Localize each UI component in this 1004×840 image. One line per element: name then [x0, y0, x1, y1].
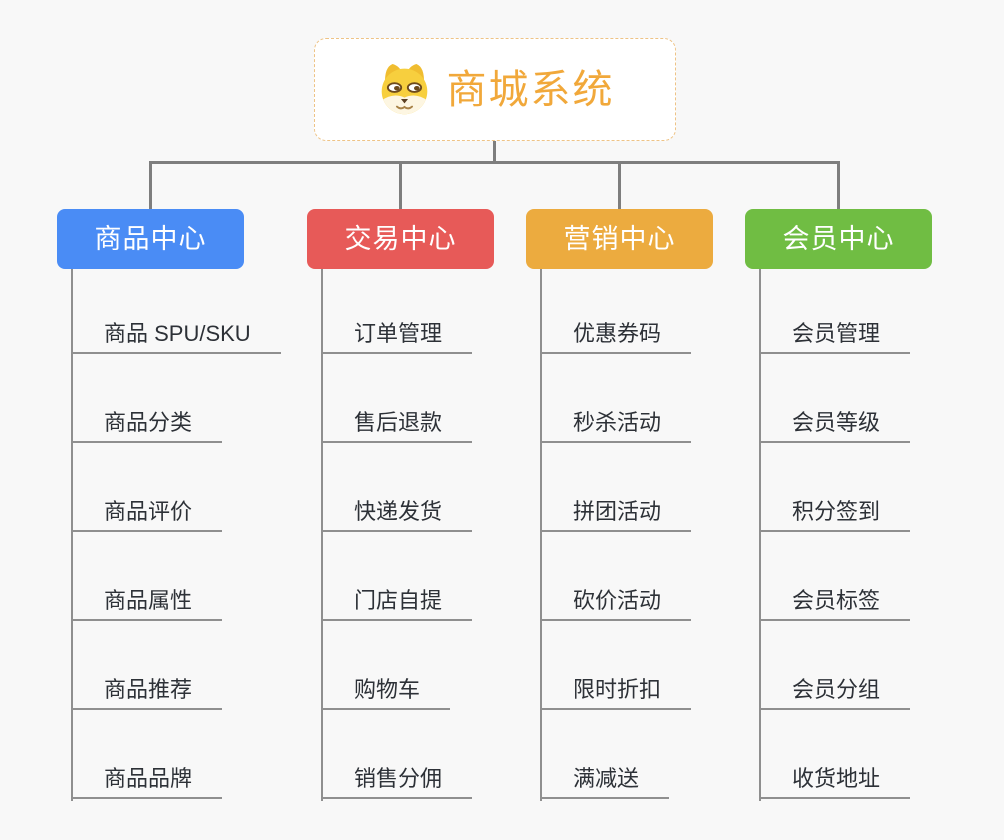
branch-leaves: 优惠券码 秒杀活动 拼团活动 砍价活动 限时折扣 满减送 [540, 265, 692, 799]
branch-trunk-line [540, 269, 542, 801]
leaf-node[interactable]: 会员分组 [759, 677, 911, 710]
branch-leaves: 商品 SPU/SKU 商品分类 商品评价 商品属性 商品推荐 商品品牌 [71, 265, 281, 799]
leaf-row: 积分签到 [759, 443, 911, 532]
leaf-node[interactable]: 商品评价 [71, 499, 223, 532]
leaf-node[interactable]: 会员标签 [759, 588, 911, 621]
leaf-row: 收货地址 [759, 710, 911, 799]
leaf-node[interactable]: 商品品牌 [71, 766, 223, 799]
root-node[interactable]: 商城系统 [314, 38, 676, 141]
branch-label: 营销中心 [563, 223, 676, 254]
leaf-node[interactable]: 收货地址 [759, 766, 911, 799]
branch-label: 交易中心 [344, 223, 457, 254]
leaf-row: 商品分类 [71, 354, 281, 443]
connector-line [399, 161, 402, 209]
connector-line [837, 161, 840, 209]
branch-node-trade-center[interactable]: 交易中心 [307, 209, 494, 269]
leaf-node[interactable]: 砍价活动 [540, 588, 692, 621]
branch-leaves: 订单管理 售后退款 快递发货 门店自提 购物车 销售分佣 [321, 265, 473, 799]
branch-label: 商品中心 [94, 223, 207, 254]
leaf-row: 砍价活动 [540, 532, 692, 621]
leaf-row: 商品 SPU/SKU [71, 265, 281, 354]
branch-node-marketing-center[interactable]: 营销中心 [526, 209, 713, 269]
leaf-row: 会员标签 [759, 532, 911, 621]
leaf-row: 商品评价 [71, 443, 281, 532]
leaf-node[interactable]: 快递发货 [321, 499, 473, 532]
leaf-node[interactable]: 满减送 [540, 766, 670, 799]
leaf-row: 优惠券码 [540, 265, 692, 354]
connector-line [149, 161, 840, 164]
leaf-row: 商品品牌 [71, 710, 281, 799]
leaf-node[interactable]: 商品属性 [71, 588, 223, 621]
leaf-row: 购物车 [321, 621, 472, 710]
leaf-row: 售后退款 [321, 354, 473, 443]
connector-line [618, 161, 621, 209]
leaf-row: 会员分组 [759, 621, 911, 710]
leaf-node[interactable]: 积分签到 [759, 499, 911, 532]
leaf-node[interactable]: 购物车 [321, 677, 451, 710]
leaf-row: 会员管理 [759, 265, 911, 354]
leaf-row: 会员等级 [759, 354, 911, 443]
leaf-node[interactable]: 商品 SPU/SKU [71, 321, 281, 354]
leaf-node[interactable]: 商品分类 [71, 410, 223, 443]
connector-line [493, 141, 496, 164]
leaf-node[interactable]: 优惠券码 [540, 321, 692, 354]
branch-trunk-line [321, 269, 323, 801]
leaf-row: 商品推荐 [71, 621, 281, 710]
leaf-node[interactable]: 售后退款 [321, 410, 473, 443]
leaf-row: 快递发货 [321, 443, 473, 532]
leaf-node[interactable]: 门店自提 [321, 588, 473, 621]
branch-node-product-center[interactable]: 商品中心 [57, 209, 244, 269]
shiba-dog-icon [381, 64, 427, 115]
leaf-row: 门店自提 [321, 532, 473, 621]
leaf-row: 限时折扣 [540, 621, 692, 710]
leaf-node[interactable]: 拼团活动 [540, 499, 692, 532]
branch-trunk-line [759, 269, 761, 801]
leaf-node[interactable]: 限时折扣 [540, 677, 692, 710]
leaf-row: 拼团活动 [540, 443, 692, 532]
leaf-row: 秒杀活动 [540, 354, 692, 443]
leaf-row: 销售分佣 [321, 710, 473, 799]
leaf-row: 商品属性 [71, 532, 281, 621]
branch-leaves: 会员管理 会员等级 积分签到 会员标签 会员分组 收货地址 [759, 265, 911, 799]
connector-line [149, 161, 152, 209]
leaf-node[interactable]: 会员管理 [759, 321, 911, 354]
leaf-row: 满减送 [540, 710, 691, 799]
leaf-node[interactable]: 秒杀活动 [540, 410, 692, 443]
leaf-node[interactable]: 订单管理 [321, 321, 473, 354]
branch-trunk-line [71, 269, 73, 801]
leaf-row: 订单管理 [321, 265, 473, 354]
leaf-node[interactable]: 会员等级 [759, 410, 911, 443]
leaf-node[interactable]: 商品推荐 [71, 677, 223, 710]
branch-node-member-center[interactable]: 会员中心 [745, 209, 932, 269]
root-title: 商城系统 [446, 67, 615, 112]
branch-label: 会员中心 [782, 223, 895, 254]
leaf-node[interactable]: 销售分佣 [321, 766, 473, 799]
